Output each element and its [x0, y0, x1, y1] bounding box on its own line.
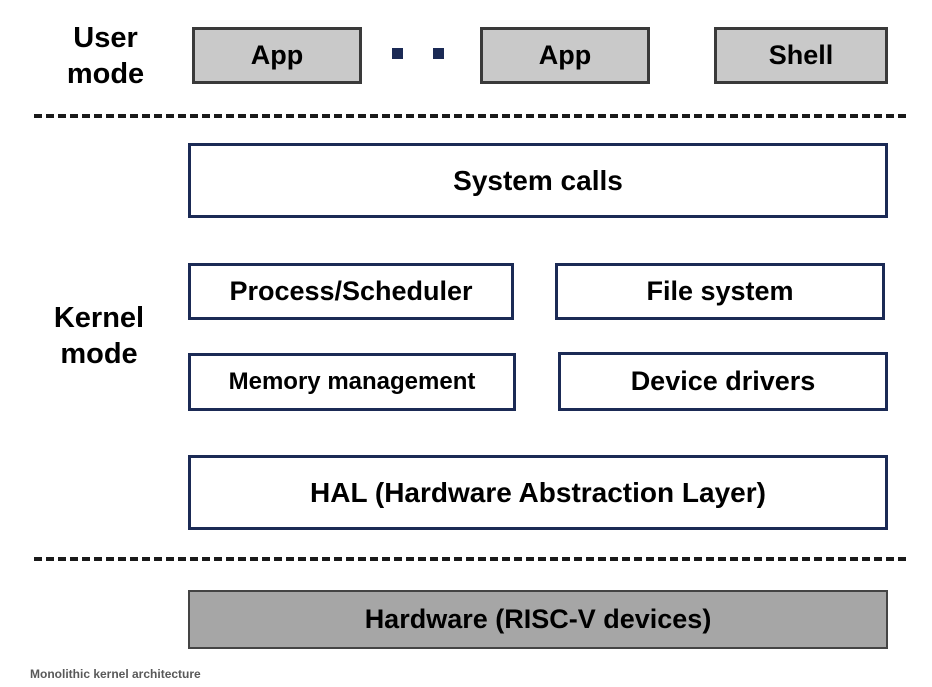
memory-management-box: Memory management: [188, 353, 516, 411]
user-mode-label: User mode: [66, 22, 145, 91]
shell-box: Shell: [714, 27, 888, 84]
app-box-1: App: [192, 27, 362, 84]
hardware-box: Hardware (RISC-V devices): [188, 590, 888, 649]
user-kernel-boundary-divider: [34, 114, 906, 118]
dot-icon: [392, 47, 403, 59]
kernel-hardware-boundary-divider: [34, 557, 906, 561]
file-system-box: File system: [555, 263, 885, 320]
diagram-caption: Monolithic kernel architecture: [30, 667, 201, 681]
system-calls-box: System calls: [188, 143, 888, 218]
hal-box: HAL (Hardware Abstraction Layer): [188, 455, 888, 530]
device-drivers-box: Device drivers: [558, 352, 888, 411]
process-scheduler-box: Process/Scheduler: [188, 263, 514, 320]
kernel-mode-label: Kernel mode: [53, 302, 145, 371]
app-box-2: App: [480, 27, 650, 84]
ellipsis-dots-icon: [392, 46, 444, 60]
dot-icon: [433, 47, 444, 59]
